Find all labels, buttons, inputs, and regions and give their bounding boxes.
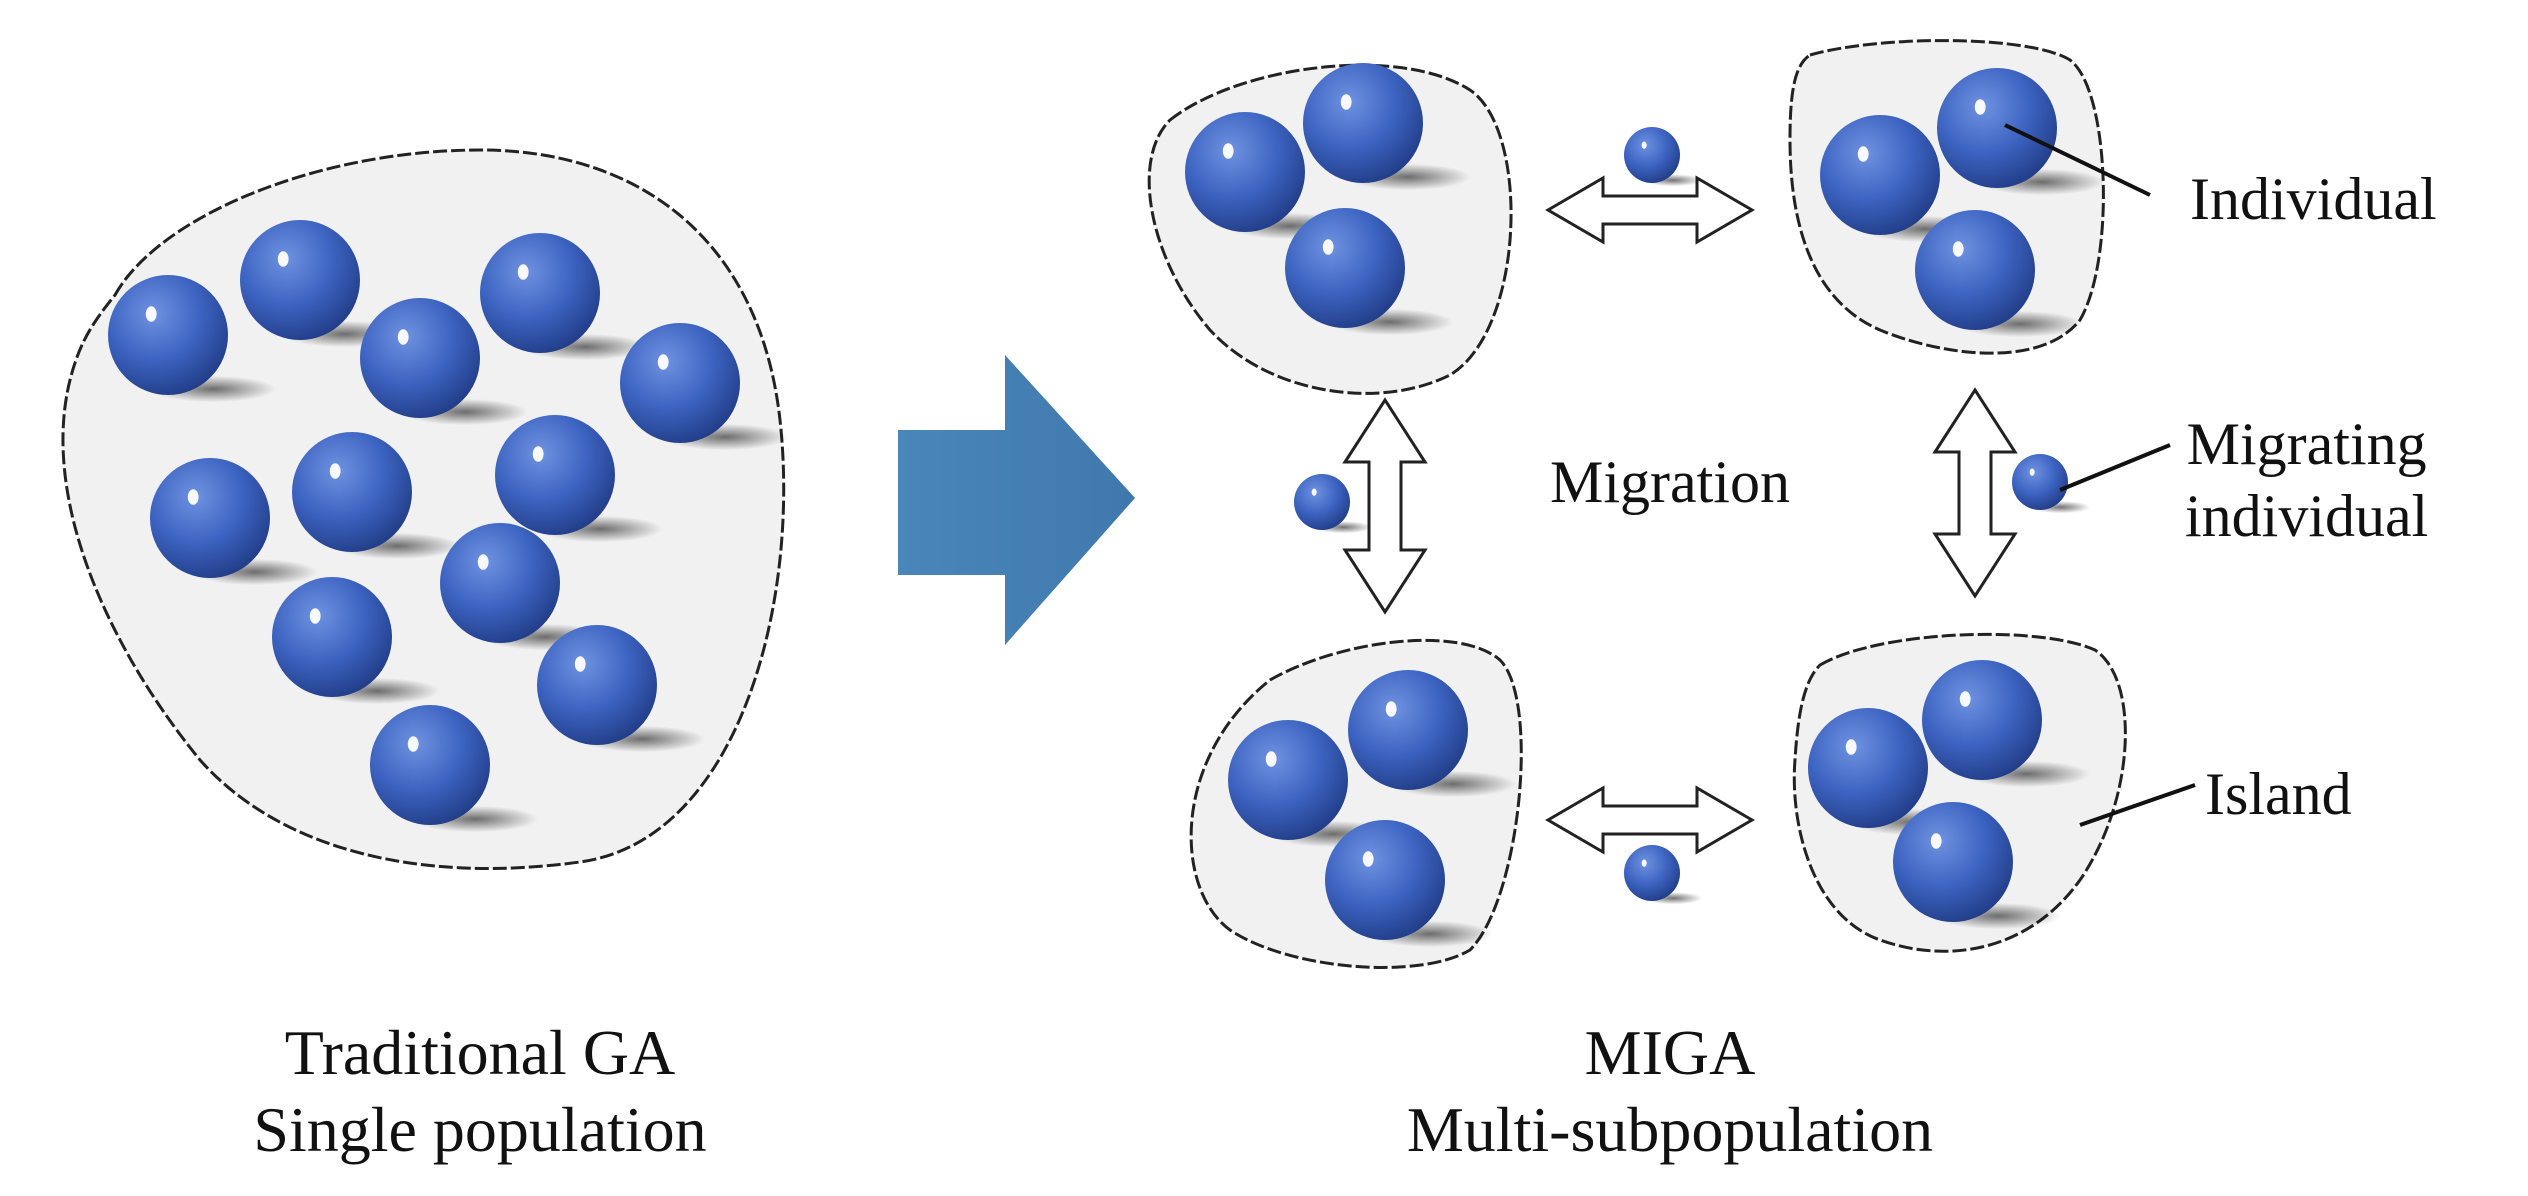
- migration-label: Migration: [1550, 449, 1790, 515]
- individual: [495, 415, 663, 543]
- island-pointer-line: [2079, 783, 2196, 827]
- individual: [1325, 820, 1493, 948]
- migrating-pointer-line: [2059, 443, 2171, 492]
- left-caption-line2: Single population: [253, 1093, 707, 1165]
- individual: [1348, 670, 1516, 798]
- individual: [537, 625, 705, 753]
- individual: [1937, 68, 2105, 196]
- individual: [1915, 210, 2083, 338]
- migrating-individual: [1624, 127, 1703, 187]
- left-caption-line1: Traditional GA: [284, 1017, 676, 1088]
- individual: [1285, 208, 1453, 336]
- migrating-individual: [1624, 845, 1703, 905]
- double-arrow-top: [1545, 175, 1755, 245]
- right-caption: MIGA Multi-subpopulation: [1300, 1015, 2040, 1169]
- individual: [150, 458, 318, 586]
- migrating-label-line2: individual: [2185, 483, 2429, 549]
- migrating-individual-label: Migrating individual: [2185, 408, 2428, 552]
- single-population-individuals: [108, 220, 788, 833]
- individual: [272, 577, 440, 705]
- individual: [292, 432, 460, 560]
- right-caption-line2: Multi-subpopulation: [1406, 1093, 1934, 1165]
- migrating-individual: [1294, 474, 1373, 534]
- transition-arrow: [898, 355, 1135, 645]
- individual: [360, 298, 528, 426]
- double-arrow-right: [1932, 387, 2018, 599]
- right-caption-line1: MIGA: [1584, 1017, 1756, 1088]
- left-caption: Traditional GA Single population: [120, 1015, 840, 1169]
- individual: [1303, 63, 1471, 191]
- individual: [480, 233, 648, 361]
- double-arrow-bottom: [1545, 785, 1755, 855]
- migrating-label-line1: Migrating: [2186, 411, 2427, 477]
- individual-label: Individual: [2190, 166, 2437, 232]
- individual: [1922, 660, 2090, 788]
- individual: [370, 705, 538, 833]
- individual: [108, 275, 276, 403]
- island-label: Island: [2205, 761, 2352, 827]
- individual-pointer-line: [2004, 123, 2151, 197]
- migrating-individuals: [1294, 127, 2091, 905]
- migration-arrows: [1342, 175, 2018, 855]
- individual: [1893, 802, 2061, 930]
- migrating-individual: [2012, 454, 2091, 514]
- double-arrow-left: [1342, 397, 1428, 615]
- individual: [620, 323, 788, 451]
- island-individuals: [1185, 63, 2105, 948]
